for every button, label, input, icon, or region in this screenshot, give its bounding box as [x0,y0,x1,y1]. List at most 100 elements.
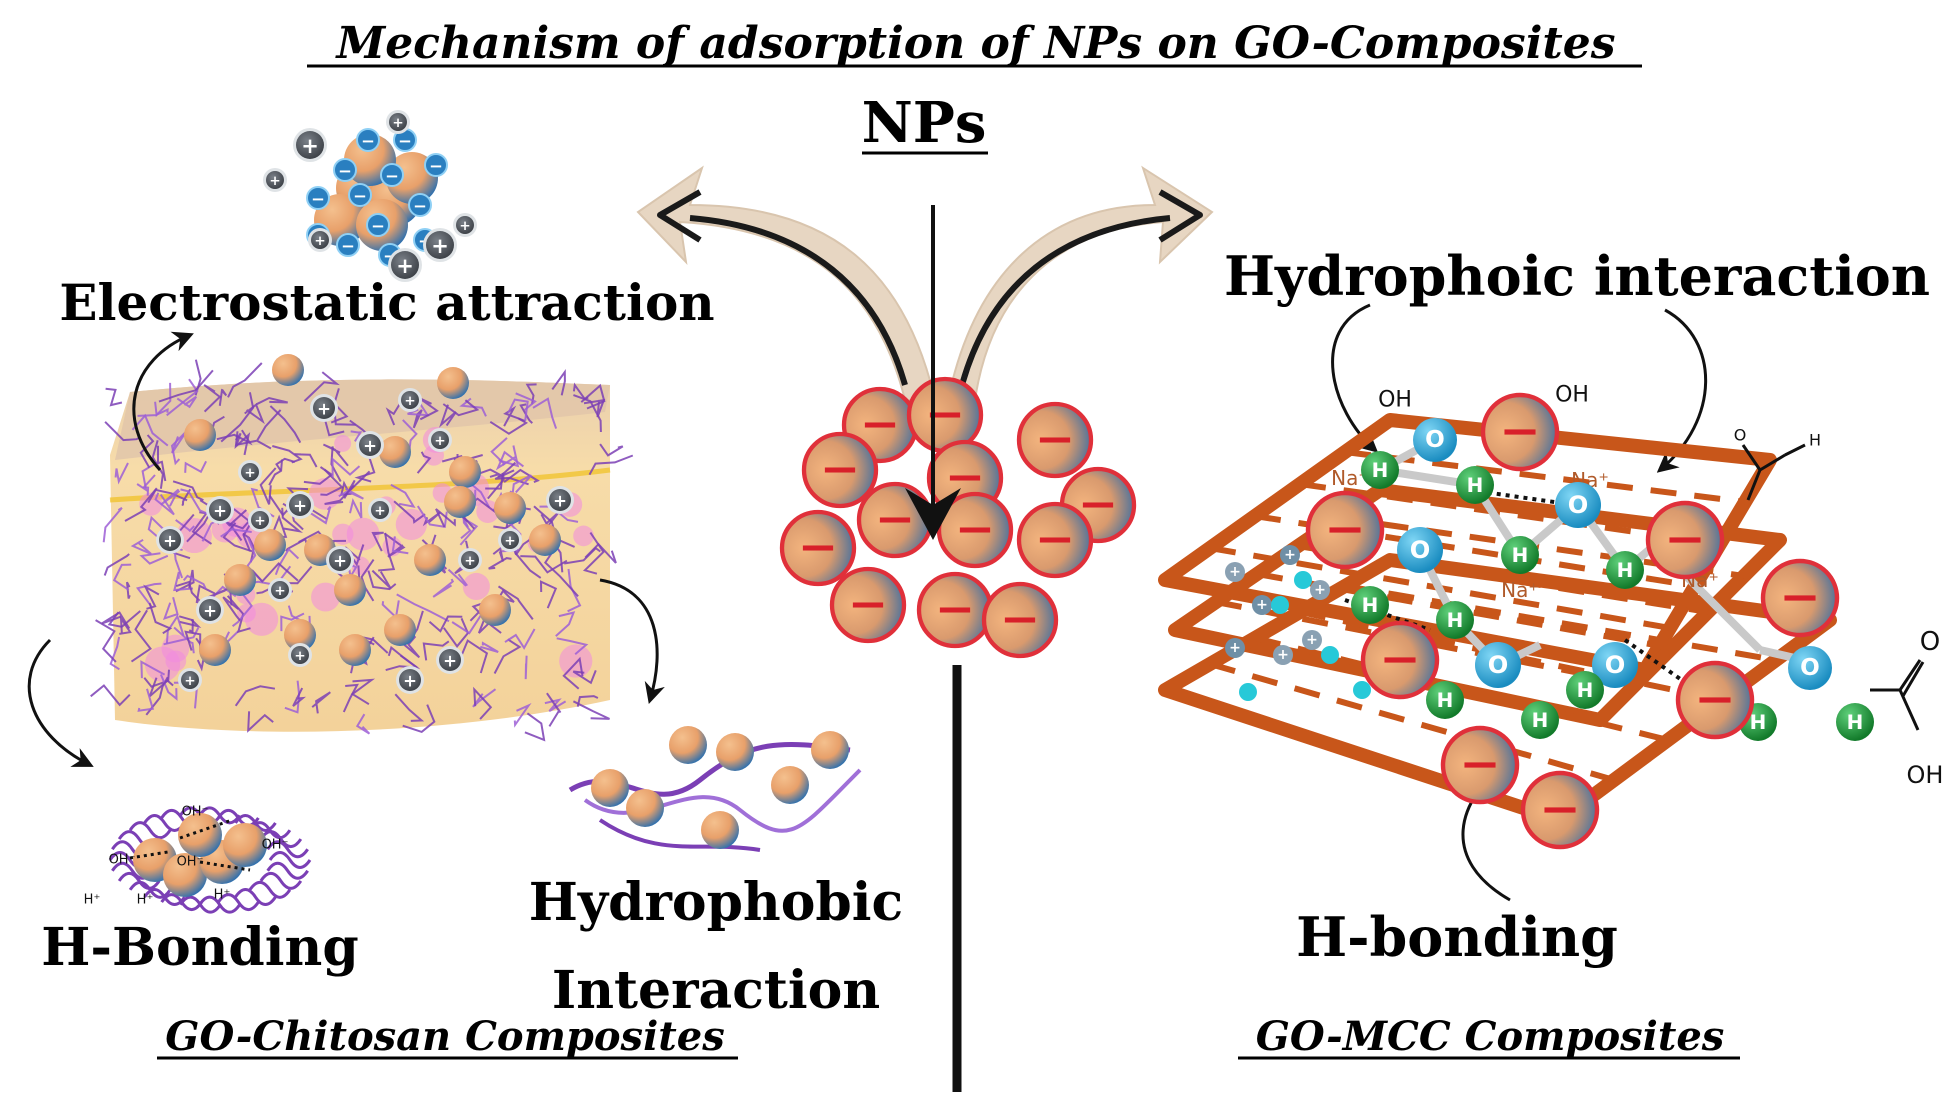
small-np [284,619,316,651]
h-bonding-mini-diagram: OH⁻OH⁻OH⁻OH⁻H⁺H⁺H⁺ [84,805,312,914]
oxygen-atom: O [1397,527,1443,573]
atom-label: O [1488,651,1509,679]
positive-ion: + [396,666,424,694]
small-np [626,789,664,827]
atom-label: H [1447,608,1464,632]
chitosan-adsorbed-nps: ++++++++++++++++++++ [156,354,574,694]
pink-node [573,525,594,547]
small-np [339,634,371,666]
plus-sign: + [363,437,377,456]
h-bonding-left-label: H-Bonding [41,917,358,978]
small-np [414,544,446,576]
lattice-ion: + [1310,580,1330,600]
positive-ion: + [310,394,338,422]
minus-sign [1544,807,1576,813]
minus-sign [1039,437,1071,443]
plus-sign: + [203,602,217,621]
lattice-ion: + [1225,562,1245,582]
small-np [384,614,416,646]
pink-node [559,644,593,678]
negative-np [916,571,994,649]
minus-sign [1784,595,1816,601]
minus-sign: − [429,157,443,176]
atom-label: O [1920,627,1940,657]
cyan-ion [1321,646,1339,664]
small-np [254,529,286,561]
positive-ion: + [308,228,332,252]
lattice-ion: + [1225,638,1245,658]
atom-label: H [1512,543,1529,567]
plus-sign: + [396,254,414,278]
plus-sign: + [294,648,305,664]
negative-np [856,481,934,559]
plus-sign: + [464,553,475,569]
go-mcc-caption: GO-MCC Composites [1256,1013,1725,1060]
right-curved-arrow [946,165,1214,401]
negative-ion: − [366,213,390,237]
small-np [379,436,411,468]
diagram-title: Mechanism of adsorption of NPs on GO-Com… [334,18,1615,69]
arrow-to-hydrophobic [599,578,665,705]
hbond-small-label: OH⁻ [262,838,289,853]
oh-label: OH [1555,383,1589,408]
plus-sign: + [504,533,515,549]
small-np [444,486,476,518]
hydrogen-atom: H [1436,601,1474,639]
lattice-np [1645,500,1725,580]
plus-sign: + [1229,564,1241,580]
atom-label: H [1809,431,1821,450]
minus-sign [1464,762,1496,768]
positive-ion: + [453,213,477,237]
hydrogen-atom: H [1351,586,1389,624]
go-chitosan-caption: GO-Chitosan Composites [165,1013,724,1060]
plus-sign: + [1277,647,1289,663]
oxygen-atom: O [1555,482,1601,528]
hydrophobic-strands-diagram [568,726,862,852]
positive-ion: + [386,110,410,134]
positive-ion: + [498,528,522,552]
small-np [716,733,754,771]
plus-sign: + [163,532,177,551]
lattice-np [1305,490,1385,570]
plus-sign: + [244,465,255,481]
oxygen-atom: O [1788,646,1832,690]
atom-label: H [1372,458,1389,482]
lattice-ion: + [1280,545,1300,565]
positive-ion: + [388,248,422,282]
negative-ion: − [333,158,357,182]
hydrogen-atom: H [1606,551,1644,589]
hydrophobic-right-label: Hydrophoic interaction [1224,244,1930,308]
hbond-small-label: H⁺ [137,893,154,908]
minus-sign [1082,502,1114,508]
small-np [437,367,469,399]
minus-sign: − [341,237,355,256]
negative-np [1016,501,1094,579]
positive-ion: + [436,646,464,674]
negative-ion: − [356,128,380,152]
plus-sign: + [314,233,325,249]
h-bonding-right-label: H-bonding [1296,905,1618,969]
positive-ion: + [546,486,574,514]
negative-np [779,509,857,587]
minus-sign [1039,537,1071,543]
small-np [701,811,739,849]
small-np [163,853,207,897]
minus-sign: − [311,190,325,209]
atom-label: H [1750,710,1767,734]
pink-node [476,499,500,523]
oxygen-atom: O [1475,642,1521,688]
center-down-arrow-head [905,488,961,540]
minus-sign: − [371,217,385,236]
positive-ion: + [263,168,287,192]
positive-ion: + [206,496,234,524]
plus-sign: + [553,492,567,511]
plus-sign: + [431,234,449,258]
lattice-np [1360,620,1440,700]
negative-np [936,491,1014,569]
small-np [669,726,707,764]
hydrogen-atom: H [1566,671,1604,709]
lattice-ion: + [1252,595,1272,615]
positive-ion: + [288,643,312,667]
